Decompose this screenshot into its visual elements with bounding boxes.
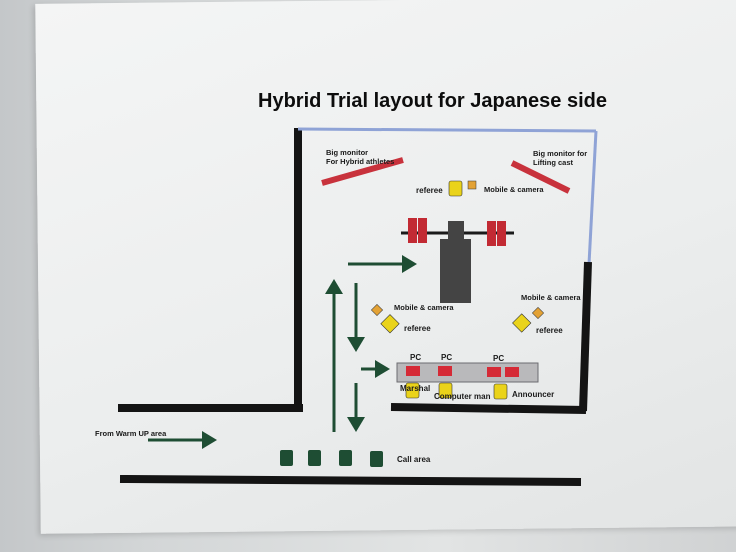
pc-4 xyxy=(505,367,519,377)
mobile-camera-left-label: Mobile & camera xyxy=(394,303,454,312)
big-monitor-left-label-1: Big monitor xyxy=(326,148,368,157)
big-monitor-lifting-cast xyxy=(510,160,571,194)
barbell-plate-right-outer xyxy=(497,221,506,246)
platform-head xyxy=(448,221,464,239)
camera-left-marker xyxy=(370,303,384,317)
bottom-long-wall xyxy=(119,475,582,486)
call-area-box-1 xyxy=(280,450,293,466)
pc-label-2: PC xyxy=(441,353,452,362)
referee-left-marker xyxy=(380,314,400,334)
camera-right-marker xyxy=(531,306,545,320)
diagram-title: Hybrid Trial layout for Japanese side xyxy=(258,90,607,112)
referee-right-marker xyxy=(512,313,532,333)
barbell-plate-left-outer xyxy=(408,218,417,243)
referee-right-label: referee xyxy=(536,326,563,335)
marshal-marker xyxy=(405,382,420,399)
barbell-plate-right-inner xyxy=(487,221,496,246)
big-monitor-right-label-2: Lifting cast xyxy=(533,158,574,167)
call-area-box-2 xyxy=(308,450,321,466)
referee-left-label: referee xyxy=(404,324,431,333)
computer-man-marker xyxy=(438,382,453,399)
mobile-camera-top-label: Mobile & camera xyxy=(484,185,544,194)
officials-table xyxy=(396,362,539,383)
computer-man-label: Computer man xyxy=(434,392,491,401)
pc-label-3: PC xyxy=(493,354,504,363)
big-monitor-hybrid xyxy=(321,157,404,186)
pc-2 xyxy=(438,366,452,376)
pc-1 xyxy=(406,366,420,376)
lifting-platform xyxy=(440,239,471,303)
big-monitor-left-label-2: For Hybrid athletes xyxy=(326,157,394,166)
right-open-side xyxy=(587,130,598,265)
announcer-label: Announcer xyxy=(512,390,554,399)
big-monitor-right-label-1: Big monitor for xyxy=(533,149,587,158)
call-area-box-4 xyxy=(370,451,383,467)
marshal-label: Marshal xyxy=(400,384,430,393)
barbell-plate-left-inner xyxy=(418,218,427,243)
referee-top-label: referee xyxy=(416,186,443,195)
call-area-box-3 xyxy=(339,450,352,466)
pc-3 xyxy=(487,367,501,377)
top-open-side xyxy=(297,127,597,133)
referee-top-marker xyxy=(448,180,463,197)
bottom-right-wall xyxy=(390,403,587,414)
camera-top-marker xyxy=(467,180,477,190)
call-area-label: Call area xyxy=(397,455,431,464)
pc-label-1: PC xyxy=(410,353,421,362)
from-warm-up-label: From Warm UP area xyxy=(95,429,167,438)
announcer-marker xyxy=(493,383,508,400)
right-wall xyxy=(579,261,592,412)
mobile-camera-right-label: Mobile & camera xyxy=(521,293,581,302)
